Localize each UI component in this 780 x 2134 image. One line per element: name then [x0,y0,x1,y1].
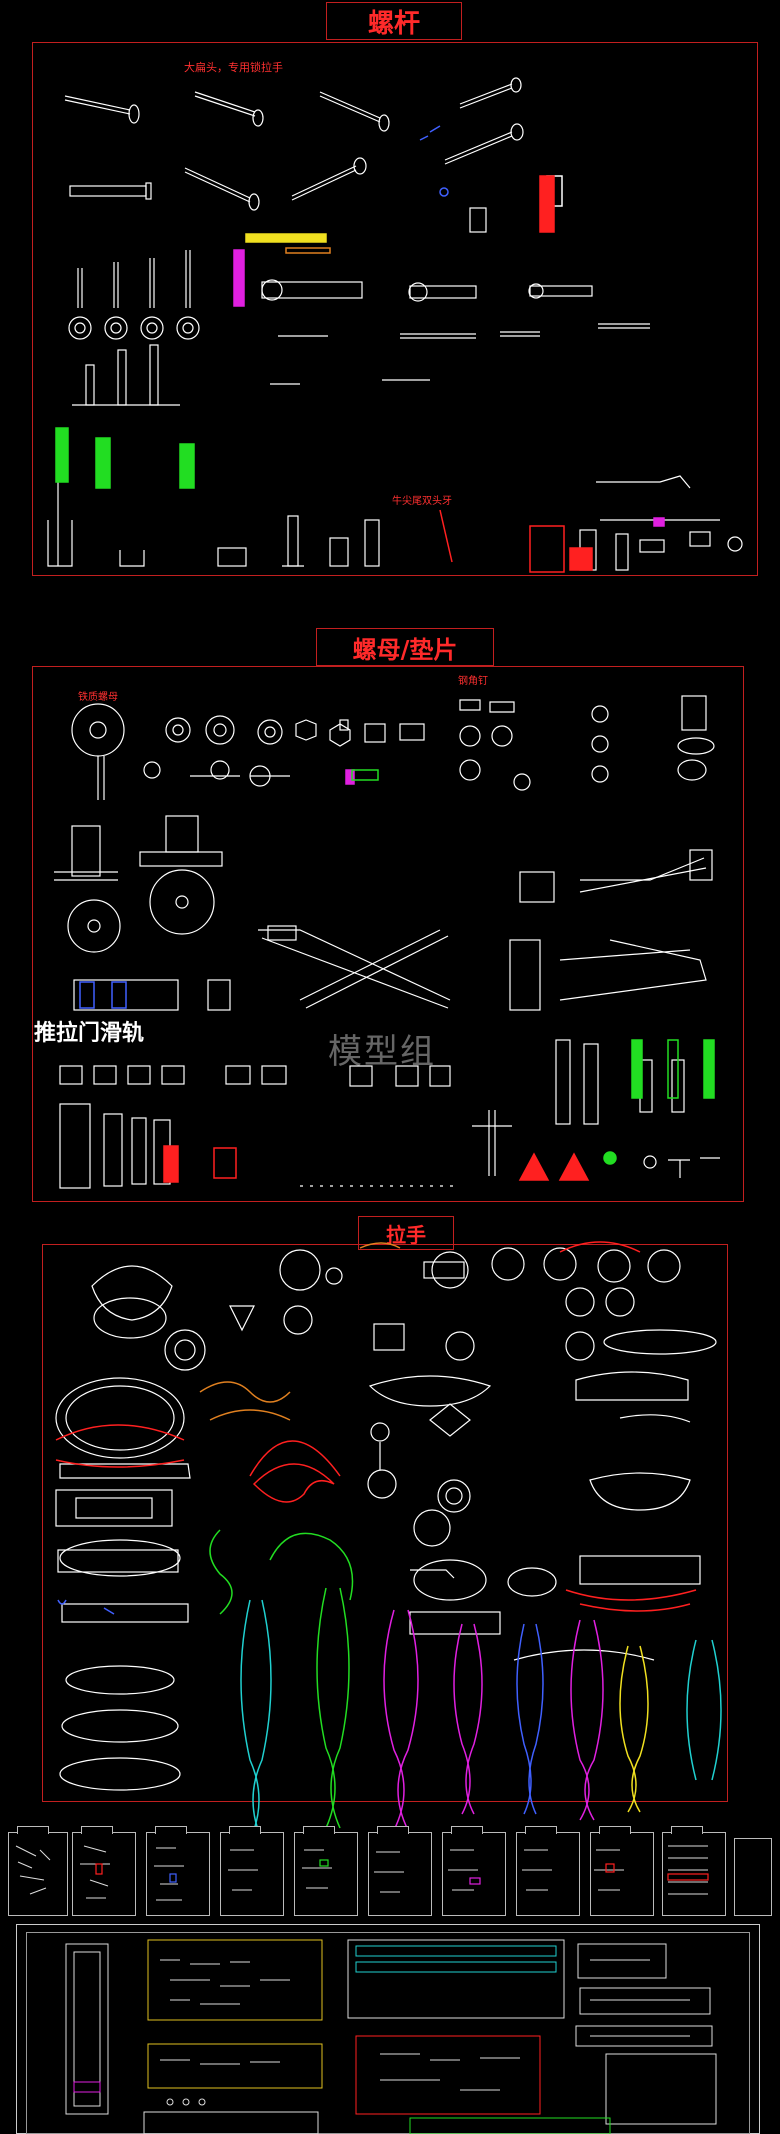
sheet-thumb[interactable] [734,1838,772,1916]
sheet-thumb[interactable] [8,1826,68,1916]
washer-icon [68,250,200,340]
sheet-thumb[interactable] [590,1826,654,1916]
sheet-thumb[interactable] [516,1826,580,1916]
section-tab-bolts[interactable]: 螺杆 [326,2,462,40]
bolts-note-double-thread: 牛尖尾双头牙 [392,496,452,507]
sheet-thumb[interactable] [368,1826,432,1916]
bolts-drawing [47,77,743,573]
sheet-thumb[interactable] [72,1826,136,1916]
slide-rail-label: 推拉门滑轨 [34,1021,145,1046]
section-tab-nuts[interactable]: 螺母/垫片 [316,628,494,666]
screw-icon [291,157,367,201]
nuts-note-corner: 钢角钉 [458,676,488,687]
handles-drawing [55,1241,722,1841]
screw-icon [64,95,140,124]
sheet-thumb[interactable] [146,1826,210,1916]
nuts-drawing [54,695,720,1189]
bolts-note-big-head: 大扁头，专用锁拉手 [184,61,283,74]
handles-panel [42,1244,728,1802]
thumbnails-detail [15,1845,709,1901]
screw-icon [194,91,264,127]
sheet-thumb[interactable] [220,1826,284,1916]
nuts-panel [32,666,744,1202]
sheet-thumb[interactable] [294,1826,358,1916]
screw-icon [319,91,390,132]
sheet-thumb[interactable] [442,1826,506,1916]
screw-icon [459,77,522,109]
screw-icon [444,123,524,165]
nuts-note-iron: 铁质螺母 [78,692,118,703]
sheet-thumbnails [6,1826,774,1922]
bolts-panel [32,42,758,576]
screw-icon [184,167,260,211]
